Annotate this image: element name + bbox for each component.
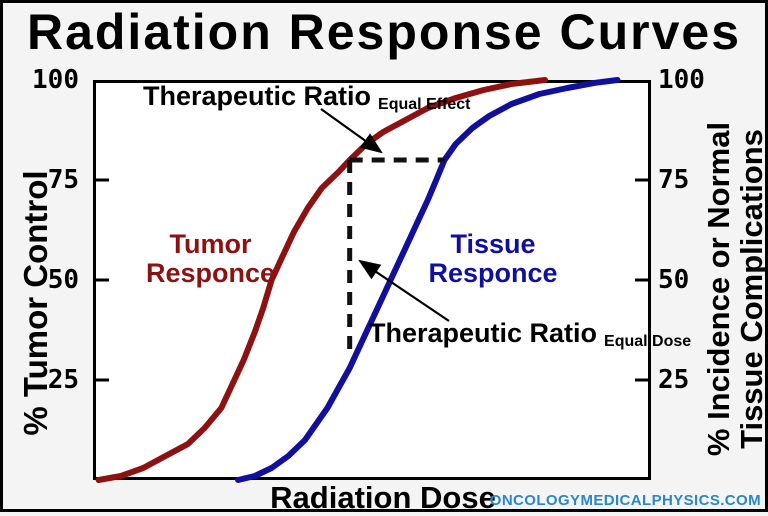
x-axis-title: Radiation Dose	[270, 480, 496, 515]
tumor-curve-label-line1: Tumor	[169, 229, 252, 259]
tissue-curve-label-line2: Responce	[428, 258, 558, 288]
right-axis-title: % Incidence or Normal Tissue Complicatio…	[701, 74, 768, 504]
right-axis-title-line1: % Incidence or Normal	[701, 121, 736, 457]
left-tick-50: 50	[47, 265, 79, 295]
annotation-subscript: Equal Dose	[604, 333, 692, 350]
chart-title: Radiation Response Curves	[26, 4, 742, 60]
tissue-curve-label-line1: Tissue	[450, 229, 536, 259]
annotation-main-text: Therapeutic Ratio	[369, 318, 598, 348]
right-axis-title-line2: Tissue Complications	[734, 129, 768, 449]
left-axis-title: % Tumor Control	[17, 170, 54, 436]
left-tick-25: 25	[47, 365, 79, 395]
left-tick-75: 75	[47, 165, 79, 195]
tissue-curve-label: Tissue Responce	[408, 230, 578, 288]
right-tick-50: 50	[658, 265, 690, 295]
left-tick-100: 100	[32, 65, 79, 95]
tumor-curve-label-line2: Responce	[145, 258, 276, 288]
tumor-curve-label: Tumor Responce	[118, 230, 303, 288]
right-tick-100: 100	[658, 65, 705, 95]
right-tick-25: 25	[658, 365, 690, 395]
right-tick-75: 75	[658, 165, 690, 195]
annotation-main-text: Therapeutic Ratio	[143, 81, 372, 111]
watermark-url: ONCOLOGYMEDICALPHYSICS.COM	[489, 492, 761, 509]
annotation-subscript: Equal Effect	[378, 96, 471, 113]
